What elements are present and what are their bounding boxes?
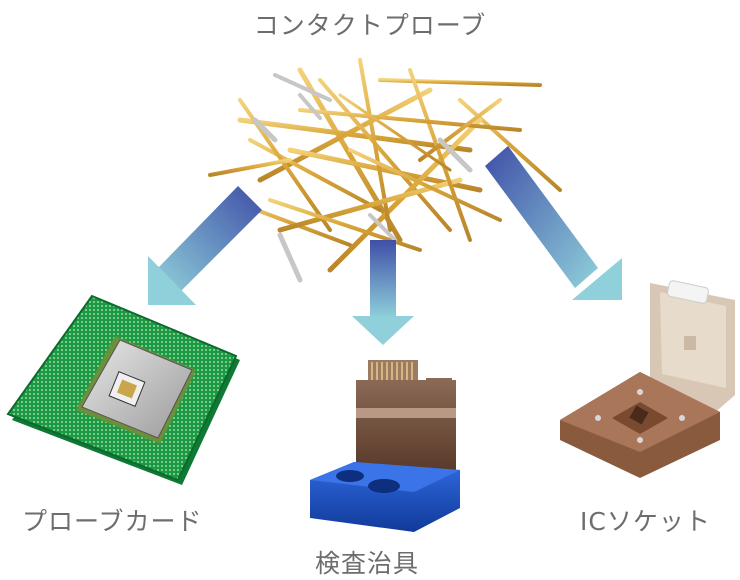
probe-card-image — [6, 294, 240, 485]
arrow-to-ic-socket — [485, 146, 622, 300]
arrow-to-test-jig — [352, 240, 414, 345]
probe-card-label: プローブカード — [22, 507, 203, 536]
test-jig-label: 検査治具 — [315, 549, 420, 578]
contact-probe-title: コンタクトプローブ — [253, 11, 487, 40]
arrow-to-probe-card — [148, 186, 262, 305]
ic-socket-label: ICソケット — [580, 507, 711, 536]
test-jig-image — [310, 360, 460, 532]
ic-socket-image — [560, 280, 735, 478]
